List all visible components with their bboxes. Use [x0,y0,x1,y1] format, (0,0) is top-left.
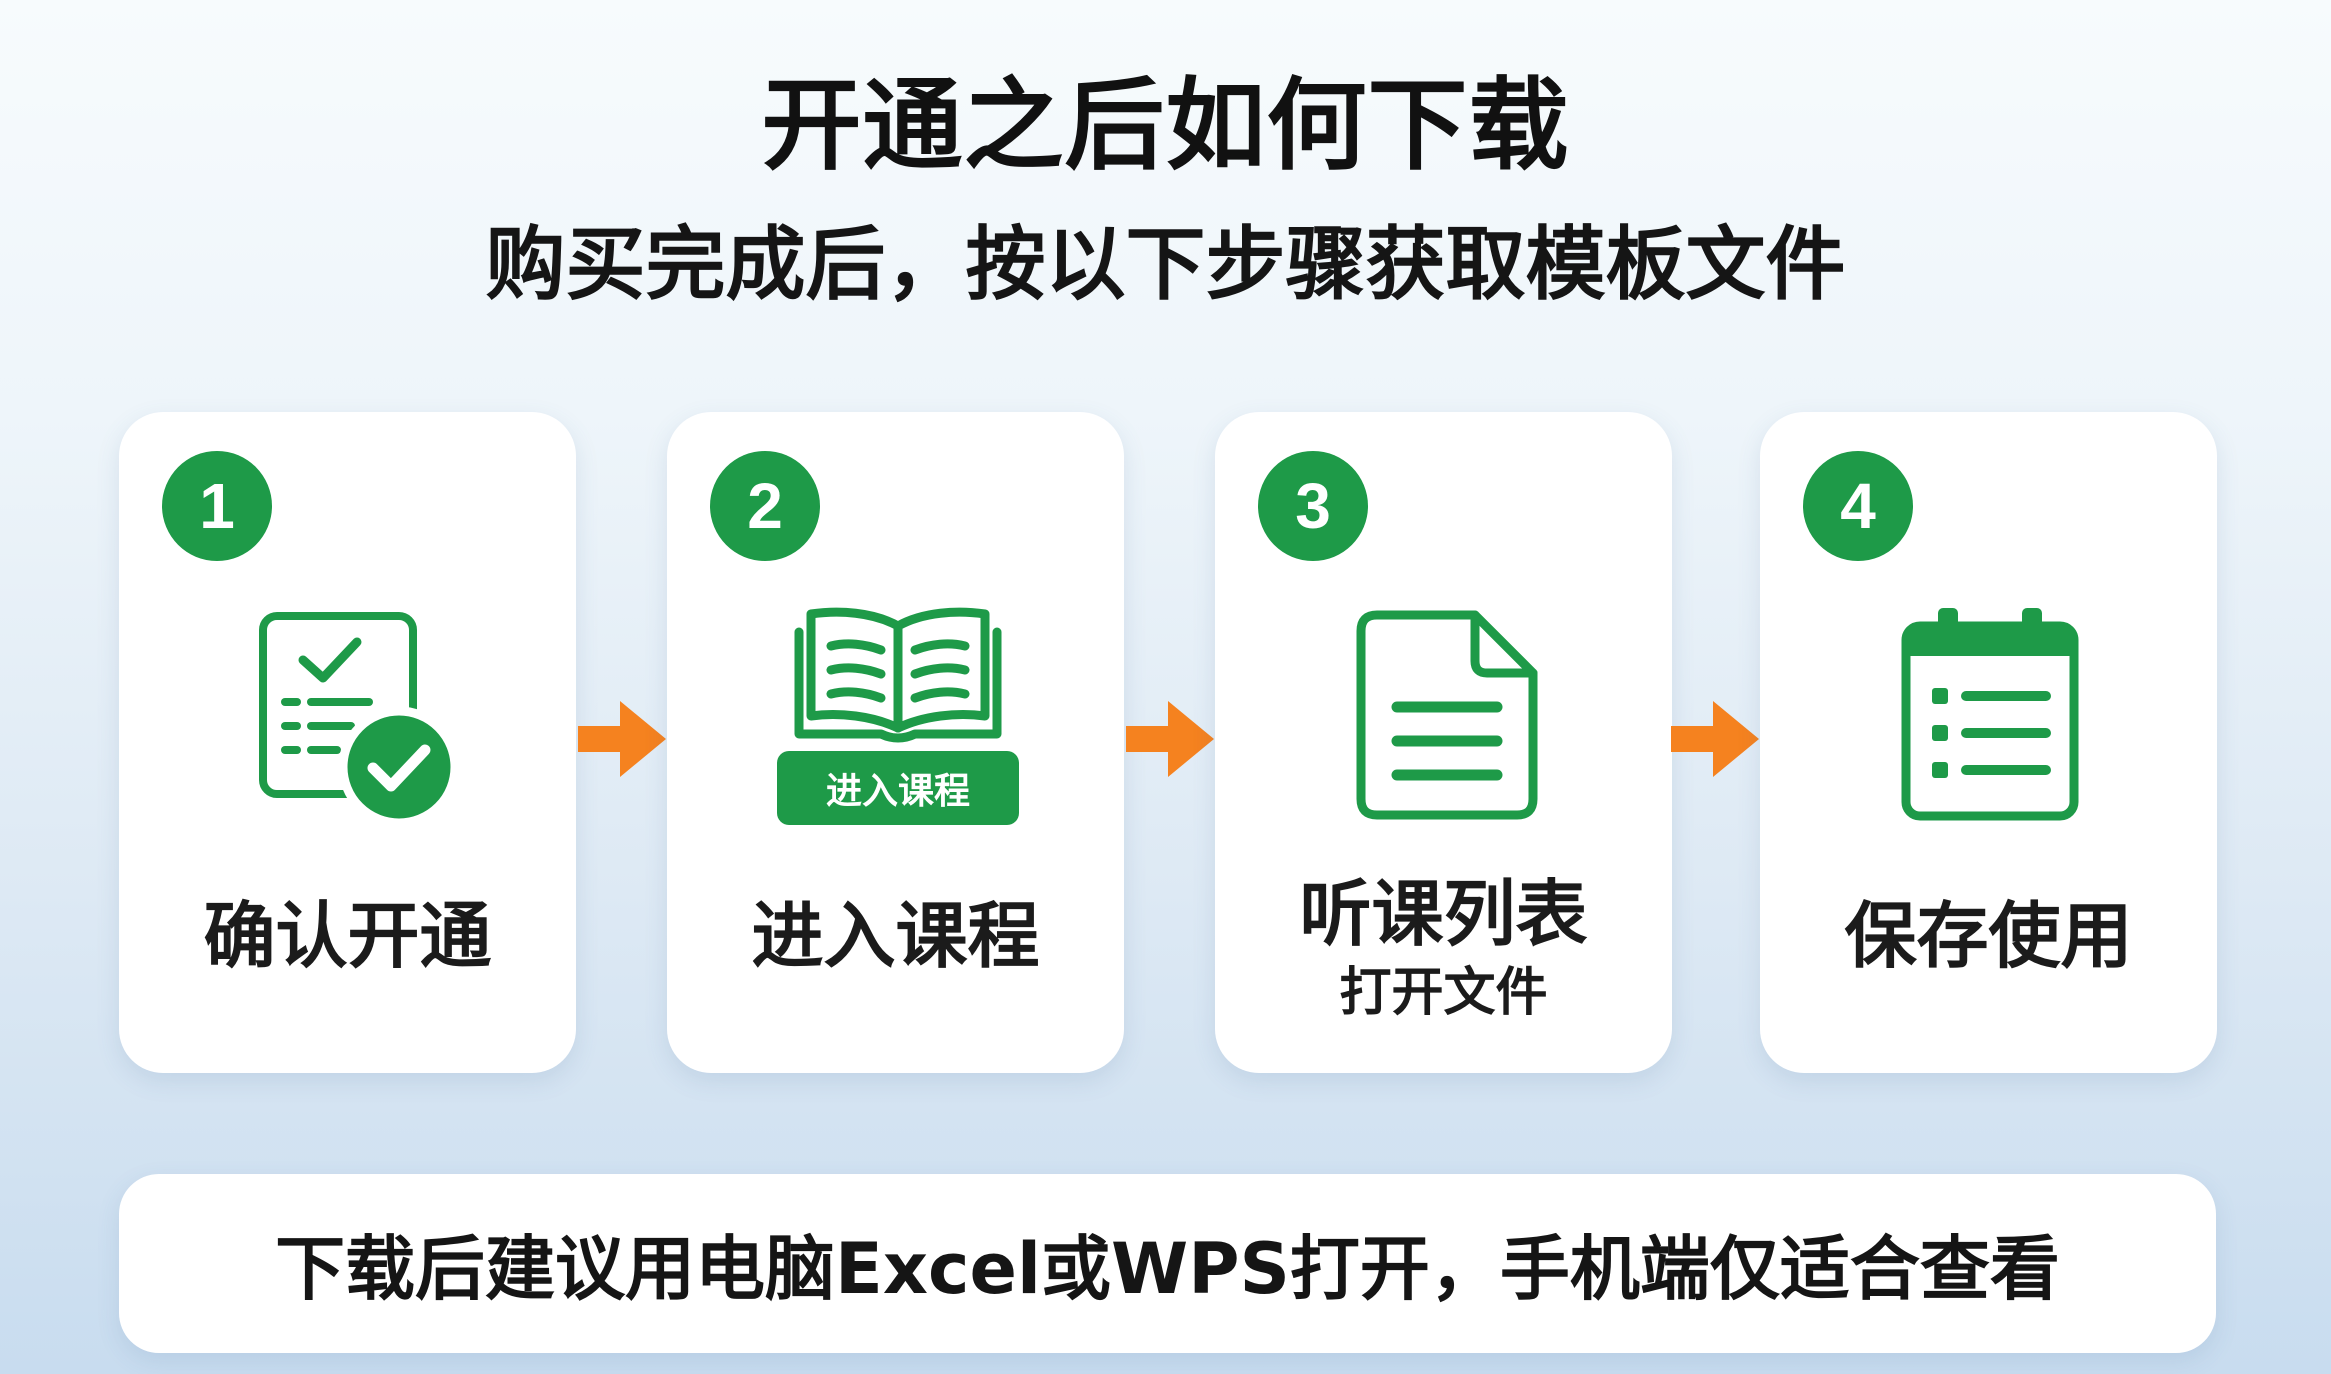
arrow-right-icon [1124,699,1216,779]
note-text: 下载后建议用电脑Excel或WPS打开，手机端仅适合查看 [275,1228,2060,1310]
open-book-icon [777,602,1019,744]
enter-course-badge: 进入课程 [777,751,1019,825]
clipboard-check-icon [239,602,465,834]
step-number-badge: 4 [1803,451,1913,561]
step-card-4: 4 保存使用 [1760,412,2217,1073]
checklist-clipboard-icon [1900,604,2080,822]
arrow-right-icon [1669,699,1761,779]
step-card-3: 3 听课列表 打开文件 [1215,412,1672,1073]
page-subtitle: 购买完成后，按以下步骤获取模板文件 [485,218,1846,311]
page-title: 开通之后如何下载 [761,67,1570,184]
step-label: 确认开通 [203,894,492,978]
step-card-1: 1 确认开通 [119,412,576,1073]
step-number-badge: 3 [1258,451,1368,561]
step-card-2: 2 进入课程 进入课程 [667,412,1124,1073]
step-number-badge: 1 [162,451,272,561]
step-number-badge: 2 [710,451,820,561]
step-label: 听课列表 [1299,872,1588,956]
step-label: 进入课程 [751,894,1040,978]
note-bar: 下载后建议用电脑Excel或WPS打开，手机端仅适合查看 [119,1174,2216,1353]
arrow-right-icon [576,699,668,779]
document-icon [1355,607,1541,821]
step-sublabel: 打开文件 [1339,963,1548,1023]
step-label: 保存使用 [1844,894,2133,978]
